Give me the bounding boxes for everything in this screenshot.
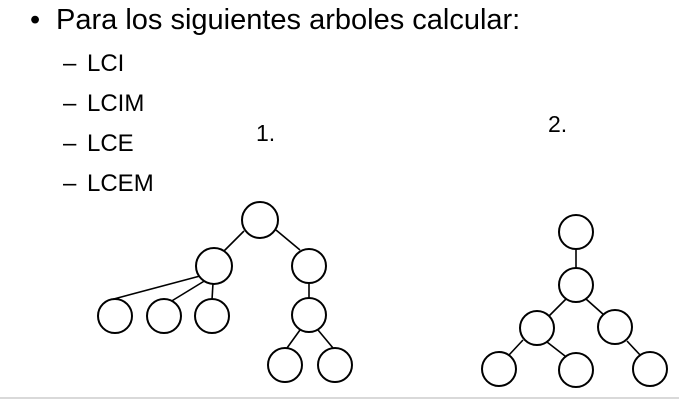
tree-1-edge [211, 282, 214, 301]
bullet-dot: • [30, 4, 41, 36]
sub-item-label: LCEM [87, 170, 154, 197]
tree-1-node [291, 248, 327, 284]
tree-1 [97, 201, 353, 383]
tree-1-edge [275, 229, 301, 251]
tree-1-node [195, 247, 233, 285]
dash: – [63, 130, 77, 157]
sub-item-label: LCIM [87, 90, 145, 117]
tree-label-1: 1. [256, 120, 276, 146]
sub-item-lcim: –LCIM [63, 84, 154, 124]
tree-2-node [558, 352, 594, 388]
tree-1-edge [109, 275, 201, 301]
tree-1-edge [169, 279, 207, 303]
tree-label-2: 2. [548, 111, 568, 137]
dash: – [63, 90, 77, 117]
tree-2-edge [546, 341, 566, 357]
tree-2-node [519, 310, 555, 346]
dash: – [63, 170, 77, 197]
tree-2-edge [626, 340, 642, 357]
sub-item-lci: –LCI [63, 44, 154, 84]
sub-item-label: LCI [87, 50, 125, 77]
sub-item-lcem: –LCEM [63, 164, 154, 204]
tree-2-node [481, 351, 517, 387]
tree-1-edge [317, 329, 334, 349]
tree-1-node [317, 347, 353, 383]
tree-2-node [597, 309, 633, 345]
tree-2-node-root [558, 214, 594, 250]
tree-2-node [558, 267, 594, 303]
tree-2-edge [548, 298, 567, 317]
tree-1-node [146, 298, 182, 334]
dash: – [63, 50, 77, 77]
bullet-heading: • Para los siguientes arboles calcular: [30, 2, 520, 38]
tree-2-edge [508, 339, 524, 356]
tree-1-edge [222, 230, 245, 253]
tree-2 [481, 214, 668, 388]
tree-1-node [267, 347, 303, 383]
tree-1-node [194, 298, 230, 334]
tree-1-node [291, 297, 327, 333]
heading-text: Para los siguientes arboles calcular: [56, 4, 521, 36]
sub-item-label: LCE [87, 130, 134, 157]
bottom-divider [0, 397, 679, 399]
tree-1-edge [286, 329, 301, 349]
sub-item-lce: –LCE [63, 124, 154, 164]
tree-1-node-root [241, 201, 279, 239]
sub-list: –LCI –LCIM –LCE –LCEM [63, 44, 154, 204]
tree-2-node [632, 351, 668, 387]
tree-1-node [97, 298, 133, 334]
tree-2-edge [585, 298, 605, 316]
